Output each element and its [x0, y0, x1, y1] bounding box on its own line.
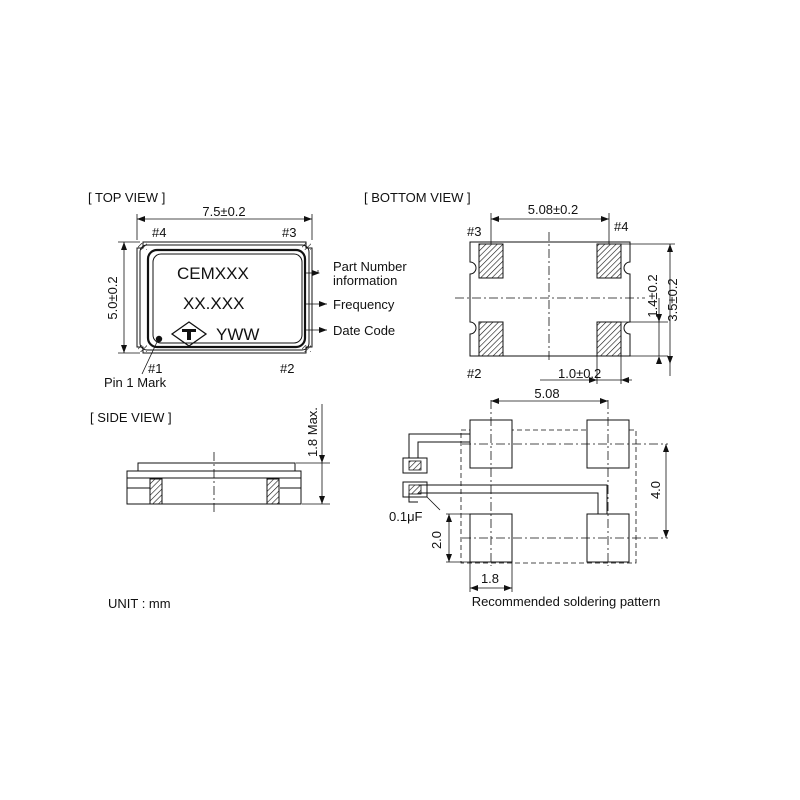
- pin1-mark-label: Pin 1 Mark: [104, 375, 167, 390]
- arrowhead: [121, 345, 127, 353]
- package-footprint-outline: [460, 429, 637, 564]
- marking-frequency: XX.XXX: [183, 294, 244, 313]
- arrowhead: [312, 270, 320, 276]
- side-terminal-right: [266, 478, 280, 505]
- marking-part-number: CEMXXX: [177, 264, 249, 283]
- arrowhead: [319, 455, 325, 463]
- unit-label: UNIT : mm: [108, 596, 171, 611]
- arrowhead: [491, 398, 499, 404]
- pitch-x-dim-label: 5.08: [534, 386, 559, 401]
- pad-height-dim-label: 2.0: [429, 531, 444, 549]
- trace: [418, 484, 608, 514]
- arrowhead: [667, 356, 673, 364]
- arrowhead: [600, 398, 608, 404]
- top-view-header: [ TOP VIEW ]: [88, 190, 165, 205]
- capacitor-leader: [426, 496, 441, 511]
- capacitor-hatch: [408, 460, 422, 471]
- arrowhead: [491, 216, 499, 222]
- side-view: [ SIDE VIEW ] 1.8 Max.: [90, 404, 330, 512]
- corner-hatch: [302, 345, 311, 352]
- capacitor-pad-bottom: [402, 481, 428, 498]
- arrowhead: [137, 216, 145, 222]
- callout-part-number: Part Number: [333, 259, 407, 274]
- capacitor-hatch: [408, 484, 422, 495]
- arrowhead: [656, 356, 662, 364]
- arrowhead: [319, 301, 327, 307]
- pin1-leader: [141, 341, 158, 375]
- corner-hatch: [302, 243, 311, 250]
- capacitor-label: 0.1μF: [389, 509, 423, 524]
- side-terminal-left: [149, 478, 163, 505]
- top-width-dim-label: 7.5±0.2: [202, 204, 245, 219]
- arrowhead: [504, 585, 512, 591]
- side-height-dim-label: 1.8 Max.: [305, 407, 320, 457]
- top-view: [ TOP VIEW ] 7.5±0.2 5.0±0.2 #4 #3 #1 #2…: [88, 190, 407, 390]
- top-lid-outer: [139, 244, 310, 351]
- marking-date-code: YWW: [216, 325, 259, 344]
- arrowhead: [446, 514, 452, 522]
- arrowhead: [446, 554, 452, 562]
- bottom-pad-4: [596, 243, 622, 279]
- soldering-pattern-caption: Recommended soldering pattern: [472, 594, 661, 609]
- pad-height-dim-label: 1.4±0.2: [645, 274, 660, 317]
- arrowhead: [663, 530, 669, 538]
- top-pin2-label: #2: [280, 361, 294, 376]
- arrowhead: [656, 314, 662, 322]
- arrowhead: [319, 496, 325, 504]
- capacitor-pad-top: [402, 457, 428, 474]
- top-pin1-label: #1: [148, 361, 162, 376]
- arrowhead: [663, 444, 669, 452]
- soldering-pattern: 0.1μF 5.08 4.0 2.0 1.8: [389, 386, 669, 609]
- arrowhead: [319, 327, 327, 333]
- bottom-pin2-label: #2: [467, 366, 481, 381]
- arrowhead: [121, 242, 127, 250]
- pad-width-dim-label: 1.8: [481, 571, 499, 586]
- bottom-view-header: [ BOTTOM VIEW ]: [364, 190, 471, 205]
- side-lid: [137, 462, 296, 472]
- trace: [417, 441, 470, 458]
- trace: [418, 492, 599, 514]
- pad-width-dim-label: 1.0±0.2: [558, 366, 601, 381]
- top-height-dim-label: 5.0±0.2: [105, 276, 120, 319]
- bottom-pin3-label: #3: [467, 224, 481, 239]
- top-lid-seam: [146, 248, 307, 349]
- arrowhead: [621, 377, 629, 383]
- bottom-pad-3: [478, 243, 504, 279]
- trace: [408, 433, 470, 458]
- trace: [408, 493, 418, 503]
- callout-part-number-2: information: [333, 273, 397, 288]
- pad-spacing-dim-label: 3.5±0.2: [665, 278, 680, 321]
- logo-t-icon: [182, 329, 196, 340]
- callout-frequency: Frequency: [333, 297, 395, 312]
- arrowhead: [304, 216, 312, 222]
- arrowhead: [589, 377, 597, 383]
- corner-hatch: [138, 345, 147, 352]
- bottom-view: [ BOTTOM VIEW ] 5.08±0.2 #3 #4 #2 1.4±0.…: [364, 190, 680, 384]
- top-pin3-label: #3: [282, 225, 296, 240]
- callout-date-code: Date Code: [333, 323, 395, 338]
- corner-hatch: [138, 243, 147, 250]
- top-pin4-label: #4: [152, 225, 166, 240]
- arrowhead: [470, 585, 478, 591]
- arrowhead: [601, 216, 609, 222]
- top-lid-inner: [152, 253, 303, 344]
- side-view-header: [ SIDE VIEW ]: [90, 410, 172, 425]
- bottom-pitch-dim-label: 5.08±0.2: [528, 202, 579, 217]
- logo-diamond-icon: [170, 321, 208, 347]
- pitch-y-dim-label: 4.0: [648, 481, 663, 499]
- bottom-pin4-label: #4: [614, 219, 628, 234]
- bottom-pad-1: [596, 321, 622, 357]
- pin1-dot-icon: [155, 335, 163, 343]
- bottom-pad-2: [478, 321, 504, 357]
- arrowhead: [667, 244, 673, 252]
